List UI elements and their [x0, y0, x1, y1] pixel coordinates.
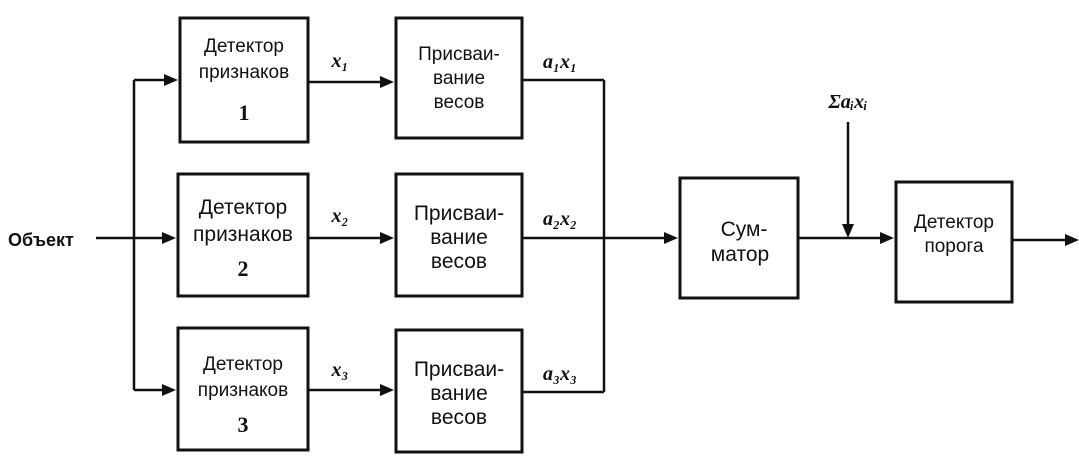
signal-label-3: x₃ — [331, 359, 349, 381]
adder-input-arrow — [664, 232, 678, 244]
detector-3-number: 3 — [238, 412, 249, 437]
branch-arrow-1 — [164, 74, 178, 86]
detector-2-line1: Детектор — [199, 196, 287, 219]
signal-arrow-1 — [380, 76, 394, 88]
detector-1-number: 1 — [239, 100, 250, 125]
signal-label-2: x₂ — [331, 205, 349, 227]
weighting-3-line1: Присваи- — [414, 358, 504, 381]
sum-feed-arrow — [842, 224, 854, 238]
weighting-2-line2: вание — [430, 226, 488, 249]
weighting-block-2: Присваи- вание весов — [394, 172, 524, 298]
threshold-input-arrow — [880, 232, 894, 244]
output-arrow — [1065, 234, 1079, 246]
signal-arrow-2 — [380, 232, 394, 244]
threshold-line2: порога — [924, 236, 984, 257]
weighted-label-1: a₁x₁ — [543, 51, 577, 73]
signal-label-1: x₁ — [331, 50, 349, 72]
weighted-label-3: a₃x₃ — [543, 363, 577, 385]
signal-arrow-3 — [380, 384, 394, 396]
weighting-block-3: Присваи- вание весов — [394, 328, 524, 454]
weighting-2-line3: весов — [431, 250, 487, 273]
detector-2-line2: признаков — [193, 223, 293, 246]
weighting-3-line3: весов — [431, 406, 487, 429]
branch-arrow-2 — [162, 232, 176, 244]
threshold-detector: Детектор порога — [894, 180, 1014, 304]
feature-detector-1: Детектор признаков 1 — [178, 16, 310, 144]
input-label: Объект — [8, 230, 74, 250]
weighting-2-line1: Присваи- — [414, 202, 504, 225]
feature-detector-3: Детектор признаков 3 — [176, 326, 310, 452]
sum-label: Σaᵢxᵢ — [827, 91, 867, 113]
detector-3-line1: Детектор — [203, 354, 283, 375]
feature-detector-2: Детектор признаков 2 — [176, 172, 310, 298]
branch-arrow-3 — [162, 384, 176, 396]
weighting-block-1: Присваи- вание весов — [394, 16, 524, 140]
weighting-1-line2: вание — [433, 68, 485, 89]
adder-line1: Сум- — [721, 218, 768, 241]
detector-1-line2: признаков — [199, 62, 289, 83]
detector-2-number: 2 — [238, 256, 249, 281]
adder-block: Сум- матор — [678, 176, 800, 300]
weighting-1-line1: Присваи- — [418, 44, 500, 65]
detector-1-line1: Детектор — [204, 36, 284, 57]
adder-line2: матор — [711, 243, 769, 266]
threshold-line1: Детектор — [914, 212, 994, 233]
weighting-3-line2: вание — [430, 382, 488, 405]
weighted-label-2: a₂x₂ — [543, 208, 577, 230]
detector-3-line2: признаков — [198, 380, 288, 401]
weighting-1-line3: весов — [434, 92, 485, 113]
